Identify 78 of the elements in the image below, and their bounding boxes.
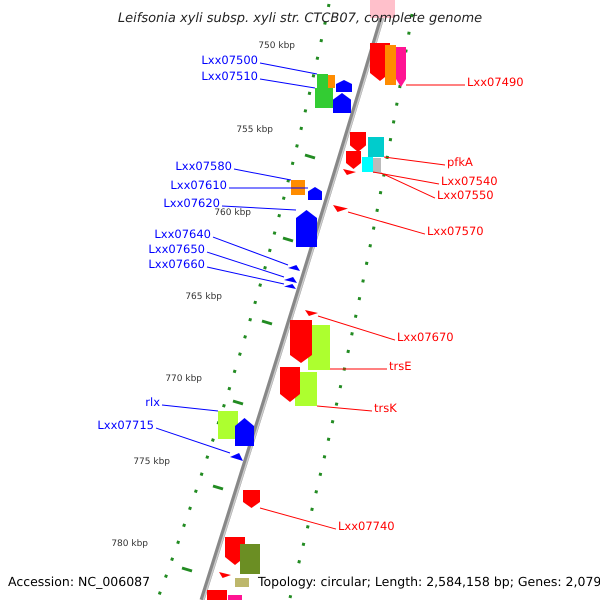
gene-block <box>396 47 406 87</box>
gene-block <box>290 320 312 363</box>
leader-line <box>348 212 426 235</box>
gene-label: Lxx07550 <box>437 190 494 202</box>
gene-label: Lxx07510 <box>201 71 258 82</box>
leader-line <box>212 236 288 266</box>
gene-block <box>291 180 305 195</box>
gene-block <box>328 75 335 88</box>
gene-block <box>317 74 328 89</box>
gene-label: rlx <box>145 397 160 408</box>
gene-block <box>373 158 381 173</box>
leader-line <box>316 406 372 412</box>
gene-block <box>308 187 322 200</box>
gene-label: trsK <box>374 403 397 414</box>
leader-line <box>372 172 440 185</box>
gene-block <box>315 88 333 108</box>
leader-line <box>234 168 292 180</box>
gene-block <box>243 490 260 508</box>
gene-label: Lxx07650 <box>148 244 205 256</box>
gene-label: Lxx07715 <box>97 420 154 432</box>
gene-label: trsE <box>389 361 412 372</box>
leader-line <box>380 172 436 199</box>
gene-label: Lxx07640 <box>154 229 211 240</box>
leader-line <box>162 404 218 412</box>
gene-block <box>296 210 317 247</box>
gene-label: Lxx07500 <box>201 55 258 66</box>
position-label: 750 kbp <box>258 42 295 51</box>
gene-block <box>207 590 227 600</box>
gene-label: Lxx07580 <box>175 161 232 172</box>
position-label: 775 kbp <box>133 458 170 467</box>
gene-block <box>284 284 296 289</box>
gene-block <box>218 411 238 439</box>
gene-block <box>228 595 242 600</box>
gene-label: Lxx07670 <box>397 332 454 344</box>
gene-block <box>336 80 352 92</box>
gene-block <box>343 169 356 175</box>
leader-line <box>206 266 284 284</box>
position-label: 760 kbp <box>214 209 251 218</box>
leader-line <box>206 252 284 278</box>
leader-line <box>156 428 230 454</box>
gene-block <box>333 93 351 113</box>
gene-label: pfkA <box>447 157 473 168</box>
gene-label: Lxx07490 <box>467 77 524 88</box>
leader-line <box>260 62 318 74</box>
leader-line <box>384 156 446 166</box>
gene-label: Lxx07620 <box>163 198 220 210</box>
gene-label: Lxx07610 <box>170 180 227 192</box>
leader-line <box>228 188 308 189</box>
gene-block <box>305 310 318 316</box>
gene-block <box>368 137 384 157</box>
gene-block <box>219 572 231 578</box>
gene-block <box>288 265 300 271</box>
gene-label: Lxx07660 <box>148 259 205 270</box>
gene-block <box>230 453 243 461</box>
position-label: 765 kbp <box>185 293 222 302</box>
leader-line <box>318 316 396 341</box>
leader-line <box>222 206 296 210</box>
position-label: 755 kbp <box>236 126 273 135</box>
title: Leifsonia xyli subsp. xyli str. CTCB07, complete genome <box>116 12 484 25</box>
gene-label: Lxx07570 <box>427 226 484 238</box>
gene-block <box>333 205 348 212</box>
leader-line <box>260 78 316 88</box>
gene-block <box>362 157 373 172</box>
gene-label: Lxx07540 <box>441 176 498 188</box>
position-label: 780 kbp <box>111 540 148 549</box>
leader-line <box>406 84 466 86</box>
leader-line <box>330 368 388 370</box>
position-label: 770 kbp <box>165 375 202 384</box>
info-text: Accession: NC_006087 <box>8 576 150 588</box>
leader-line <box>260 508 336 530</box>
gene-block <box>235 578 249 587</box>
gene-block <box>235 418 254 446</box>
gene-label: Lxx07740 <box>338 521 395 532</box>
gene-block <box>350 132 366 152</box>
gene-block <box>240 544 260 574</box>
gene-block <box>284 277 297 283</box>
gene-block <box>280 367 300 402</box>
gene-block <box>385 45 396 85</box>
